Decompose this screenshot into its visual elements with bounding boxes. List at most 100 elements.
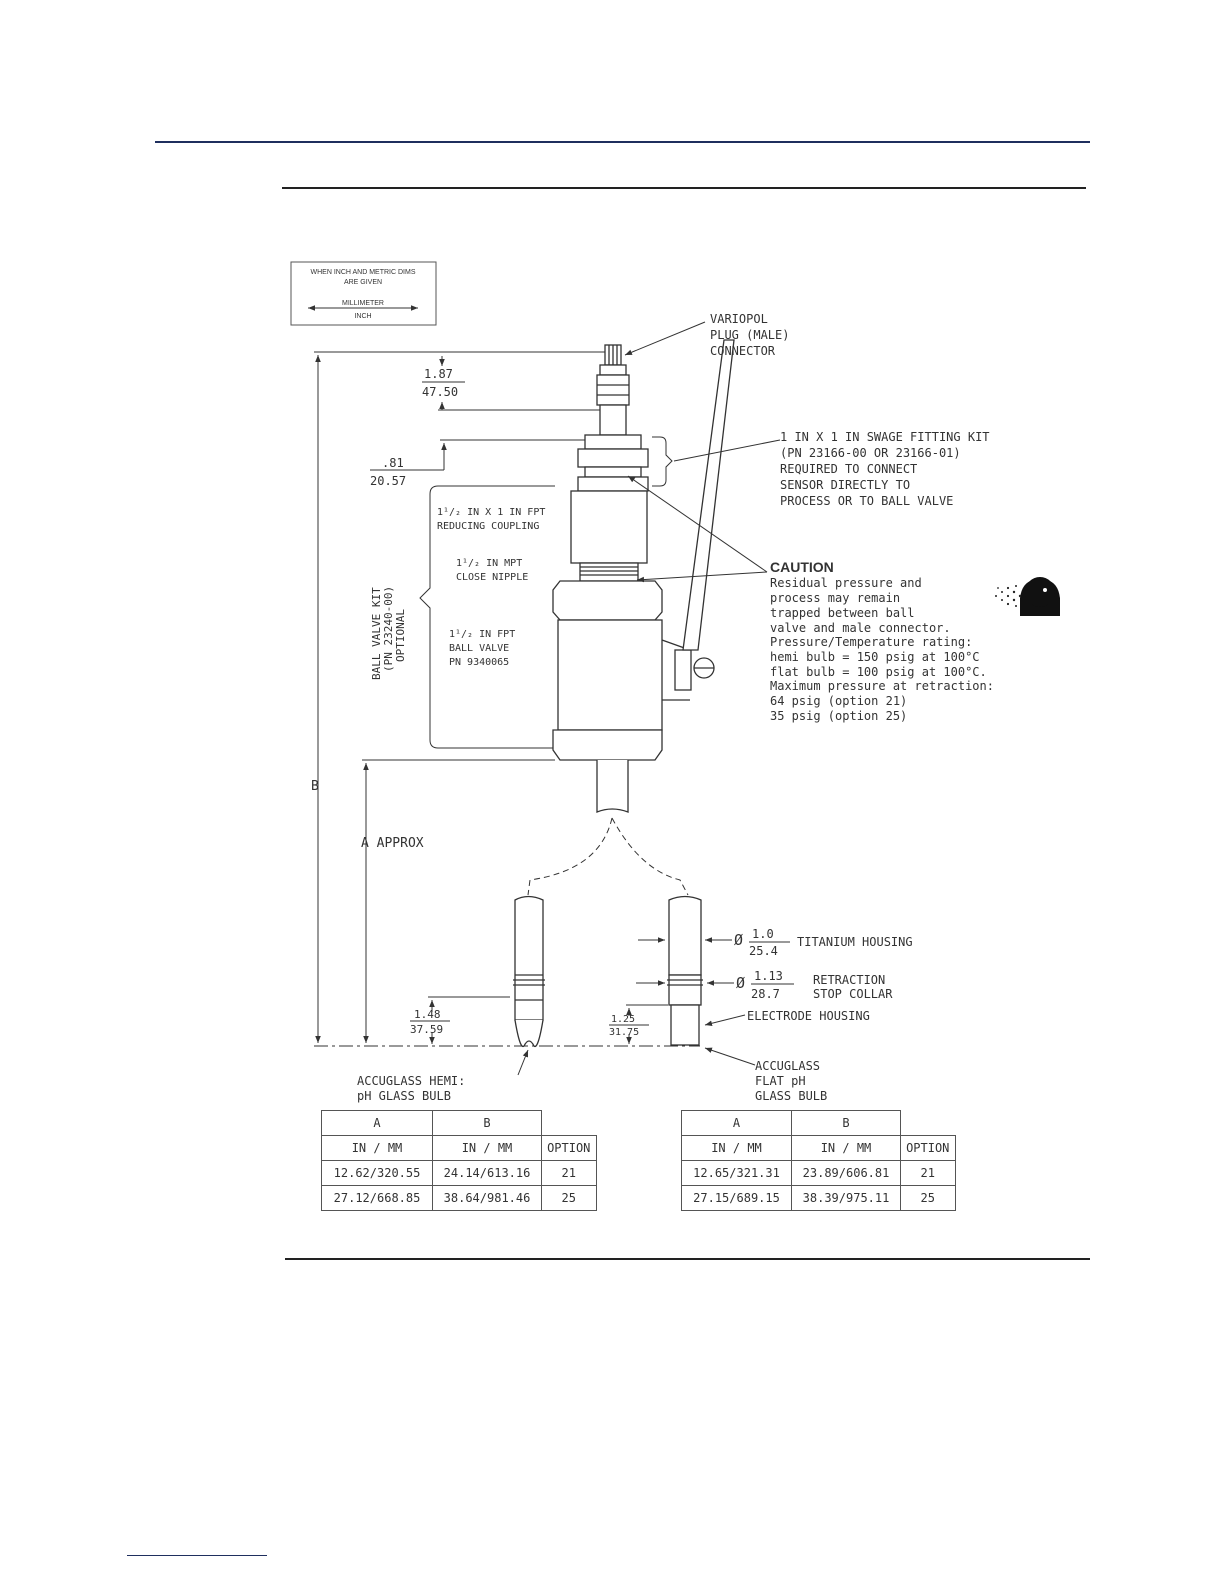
dimension-collar-diameter: Ø 1.13 28.7 RETRACTION STOP COLLAR <box>636 969 893 1001</box>
figure-top-rule <box>282 187 1086 189</box>
dimension-titanium-diameter: Ø 1.0 25.4 TITANIUM HOUSING <box>638 927 913 958</box>
caution-line4: valve and male connector. <box>770 621 951 635</box>
swage-line5: PROCESS OR TO BALL VALVE <box>780 494 953 508</box>
table2-r1-a: 12.65/321.31 <box>681 1160 792 1186</box>
retraction-line2: STOP COLLAR <box>813 987 893 1001</box>
table2-r1-option: 21 <box>900 1160 956 1186</box>
flat-bulb-line3: GLASS BULB <box>755 1089 827 1103</box>
dimension-top: 1.87 47.50 <box>422 356 600 411</box>
dia1-num: 1.0 <box>752 927 774 941</box>
ball-valve-line1: 1¹/₂ IN FPT <box>449 629 515 640</box>
table1-sub-b: IN / MM <box>432 1135 542 1161</box>
legend-line1: WHEN INCH AND METRIC DIMS <box>311 269 416 276</box>
electrode-label: ELECTRODE HOUSING <box>747 1009 870 1023</box>
flat-probe <box>667 895 703 1046</box>
ball-valve-kit-brace: BALL VALVE KIT (PN 23240-00) OPTIONAL <box>370 485 555 749</box>
table1-header-b: B <box>432 1110 542 1136</box>
caution-line2: process may remain <box>770 591 900 605</box>
dimension-flat: 1.25 31.75 <box>609 1004 668 1044</box>
a-approx-label: A APPROX <box>361 836 424 851</box>
dia2-symbol: Ø <box>736 974 745 992</box>
caution-line1: Residual pressure and <box>770 576 922 590</box>
dim-top-num: 1.87 <box>424 367 453 381</box>
dimension-a: A APPROX <box>361 759 555 1043</box>
table-row: 12.62/320.55 24.14/613.16 21 <box>321 1160 597 1186</box>
ball-valve-kit-line2: (PN 23240-00) <box>382 586 395 672</box>
swage-line2: (PN 23166-00 OR 23166-01) <box>780 446 961 460</box>
caution-line8: Maximum pressure at retraction: <box>770 679 994 693</box>
variopol-line3: CONNECTOR <box>710 344 776 358</box>
legend-numerator: MILLIMETER <box>342 300 384 307</box>
flat-bulb-callout: ACCUGLASS FLAT pH GLASS BULB <box>704 1047 827 1103</box>
hemi-bulb-callout: ACCUGLASS HEMI: pH GLASS BULB <box>357 1049 529 1103</box>
hemi-bulb-line2: pH GLASS BULB <box>357 1089 451 1103</box>
table1-sub-a: IN / MM <box>321 1135 433 1161</box>
nipple-line1: 1¹/₂ IN MPT <box>456 558 522 569</box>
dia2-den: 28.7 <box>751 987 780 1001</box>
hemi-dimension-table: A B IN / MM IN / MM OPTION 12.62/320.55 … <box>321 1110 597 1211</box>
dimension-b: B <box>311 351 700 1047</box>
figure-bottom-rule <box>285 1258 1090 1260</box>
dimension-legend-box: WHEN INCH AND METRIC DIMS ARE GIVEN MILL… <box>290 261 437 326</box>
table1-r2-option: 25 <box>541 1185 597 1211</box>
caution-line6: hemi bulb = 150 psig at 100°C <box>770 650 980 664</box>
component-labels: 1¹/₂ IN X 1 IN FPT REDUCING COUPLING 1¹/… <box>437 507 545 668</box>
ball-valve-kit-line3: OPTIONAL <box>394 609 407 662</box>
table2-sub-b: IN / MM <box>791 1135 901 1161</box>
table1-sub-option: OPTION <box>541 1135 597 1161</box>
variopol-line2: PLUG (MALE) <box>710 328 789 342</box>
table1-r2-b: 38.64/981.46 <box>432 1185 542 1211</box>
electrode-callout: ELECTRODE HOUSING <box>704 1009 870 1027</box>
header-rule <box>155 141 1090 143</box>
variant-link-arcs <box>527 817 689 896</box>
legend-line2: ARE GIVEN <box>344 279 382 286</box>
table-row: 27.15/689.15 38.39/975.11 25 <box>681 1185 956 1211</box>
caution-line5: Pressure/Temperature rating: <box>770 635 972 649</box>
variopol-line1: VARIOPOL <box>710 312 768 326</box>
flat-bulb-line2: FLAT pH <box>755 1074 806 1088</box>
flat-dimension-table: A B IN / MM IN / MM OPTION 12.65/321.31 … <box>681 1110 956 1211</box>
table2-r2-b: 38.39/975.11 <box>791 1185 901 1211</box>
dim-hemi-den: 37.59 <box>410 1023 443 1036</box>
sensor-body <box>552 339 735 813</box>
table2-header-b: B <box>791 1110 901 1136</box>
table2-header-a: A <box>681 1110 792 1136</box>
dia1-symbol: Ø <box>734 931 743 949</box>
flat-bulb-line1: ACCUGLASS <box>755 1059 820 1073</box>
table2-r1-b: 23.89/606.81 <box>791 1160 901 1186</box>
ball-valve-line3: PN 9340065 <box>449 657 509 668</box>
dim-hemi-num: 1.48 <box>414 1008 441 1021</box>
dimension-hemi: 1.48 37.59 <box>410 996 510 1044</box>
dimension-swage: .81 20.57 <box>370 439 585 488</box>
ball-valve-line2: BALL VALVE <box>449 643 509 654</box>
dim-top-den: 47.50 <box>422 385 458 399</box>
table-row: 12.65/321.31 23.89/606.81 21 <box>681 1160 956 1186</box>
variopol-callout: VARIOPOL PLUG (MALE) CONNECTOR <box>624 312 789 358</box>
caution-line9: 64 psig (option 21) <box>770 694 907 708</box>
swage-line1: 1 IN X 1 IN SWAGE FITTING KIT <box>780 430 990 444</box>
table2-sub-a: IN / MM <box>681 1135 792 1161</box>
table1-r2-a: 27.12/668.85 <box>321 1185 433 1211</box>
table-row: 27.12/668.85 38.64/981.46 25 <box>321 1185 597 1211</box>
titanium-label: TITANIUM HOUSING <box>797 935 913 949</box>
table1-r1-b: 24.14/613.16 <box>432 1160 542 1186</box>
dim-swage-den: 20.57 <box>370 474 406 488</box>
swage-line4: SENSOR DIRECTLY TO <box>780 478 910 492</box>
table1-r1-a: 12.62/320.55 <box>321 1160 433 1186</box>
coupling-line2: REDUCING COUPLING <box>437 521 539 532</box>
swage-callout: 1 IN X 1 IN SWAGE FITTING KIT (PN 23166-… <box>652 430 990 508</box>
table2-sub-option: OPTION <box>900 1135 956 1161</box>
dim-flat-num: 1.25 <box>611 1014 635 1025</box>
legend-denominator: INCH <box>354 313 371 320</box>
table1-header-a: A <box>321 1110 433 1136</box>
caution-callout: CAUTION Residual pressure and process ma… <box>627 475 994 723</box>
caution-title: CAUTION <box>770 559 834 575</box>
coupling-line1: 1¹/₂ IN X 1 IN FPT <box>437 507 545 518</box>
spray-hazard-icon <box>995 577 1060 616</box>
dim-flat-den: 31.75 <box>609 1027 639 1038</box>
nipple-line2: CLOSE NIPPLE <box>456 572 528 583</box>
hemi-bulb-line1: ACCUGLASS HEMI: <box>357 1074 465 1088</box>
table2-r2-option: 25 <box>900 1185 956 1211</box>
footer-link-rule <box>127 1555 267 1556</box>
